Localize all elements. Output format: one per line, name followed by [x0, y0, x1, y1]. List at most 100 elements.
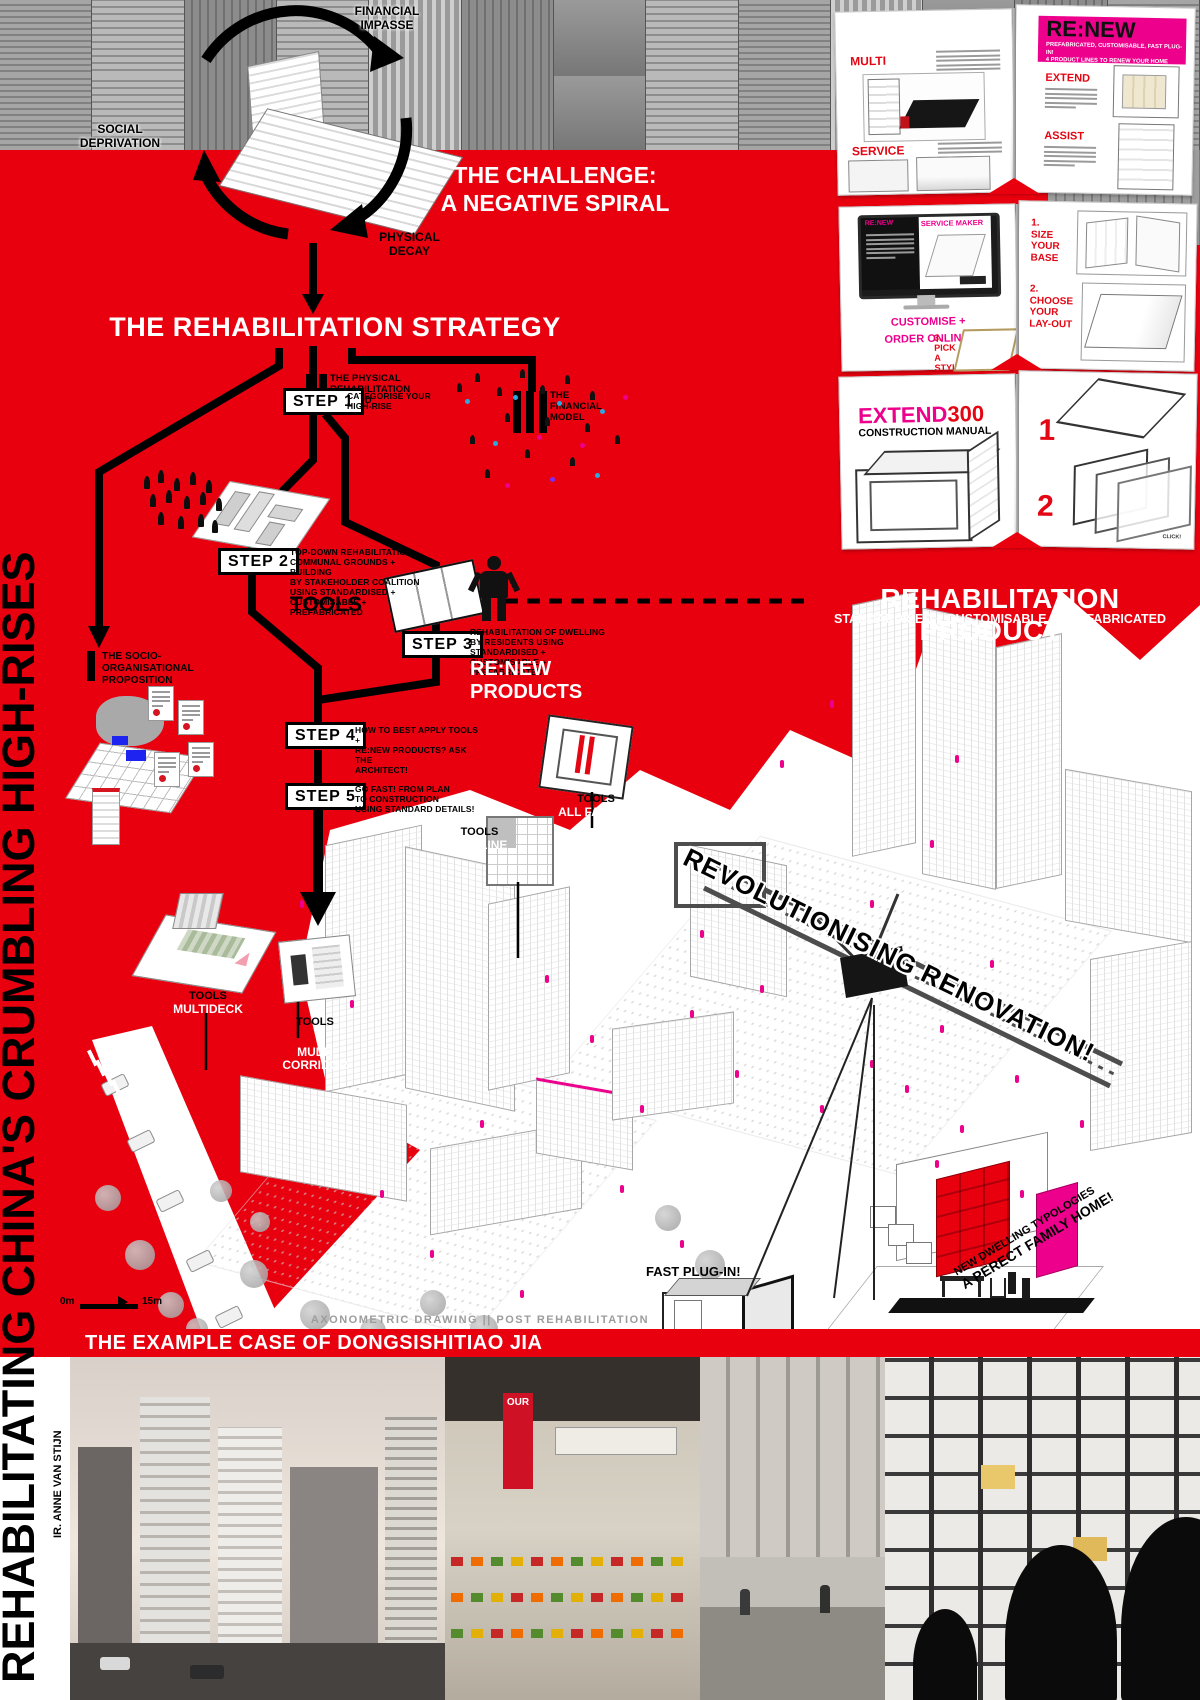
- person-dot: [760, 985, 764, 993]
- socio-proposition-label: THE SOCIO- ORGANISATIONAL PROPOSITION: [102, 651, 194, 686]
- box-opening: [869, 479, 959, 532]
- wardrobe-unit: [867, 78, 901, 136]
- courtyard-facade: [700, 1357, 885, 1557]
- tool-word: TOOLS: [460, 826, 499, 838]
- stakeholder-dot: [465, 399, 470, 404]
- dwelling-cutaway: [808, 1131, 1118, 1358]
- box-front: [855, 467, 973, 544]
- person-dot: [640, 1105, 644, 1113]
- tool-label-topline: TOOLS TOP-LINE: [432, 826, 527, 852]
- frame-step-drawing: [1055, 378, 1187, 439]
- poster-side-title: REHABILITATING CHINA'S CRUMBLING HIGH-RI…: [0, 551, 44, 1683]
- extend-box-drawing: [1112, 65, 1180, 119]
- market-canopy: [445, 1357, 700, 1421]
- screen-items: [865, 233, 915, 259]
- fruit-crate: [631, 1593, 643, 1602]
- fruit-crate: [491, 1557, 503, 1566]
- manual-step-1: 1: [1038, 413, 1056, 448]
- crowd-person: [216, 498, 222, 511]
- tree: [300, 1300, 330, 1330]
- stakeholder-dot: [505, 413, 510, 422]
- tree: [210, 1180, 232, 1202]
- module-block: [488, 818, 516, 848]
- render-tower: [218, 1427, 282, 1667]
- screen-brand: RE:NEW: [864, 219, 894, 228]
- box-side: [966, 430, 1001, 542]
- chair: [990, 1278, 1006, 1298]
- person-dot: [430, 1250, 434, 1258]
- render-tower: [78, 1447, 132, 1667]
- stair-step: [888, 1224, 914, 1246]
- building-photo: [0, 76, 93, 150]
- person-dot: [700, 930, 704, 938]
- click-label: CLICK!: [1162, 534, 1182, 541]
- person-dot: [870, 900, 874, 908]
- step-3-caption: REHABILITATION OF DWELLING BY RESIDENTS …: [470, 627, 605, 678]
- figure-body: [480, 571, 508, 598]
- person-dot: [680, 1240, 684, 1248]
- fruit-crate: [611, 1557, 623, 1566]
- step-2-caption: TOP-DOWN REHABILITATION COMMUNAL GROUNDS…: [290, 547, 420, 618]
- stakeholder-dot: [580, 443, 585, 448]
- render-market: OUR: [445, 1357, 700, 1700]
- tool-sub: TOP-LINE: [451, 838, 508, 852]
- step-2-box: STEP 2: [218, 548, 299, 576]
- products-subtitle: STANDARDISED + CUSTOMISABLE + PREFABRICA…: [834, 612, 1166, 626]
- market-awning: [555, 1427, 677, 1455]
- brochure-right-page: RE:NEW PREFABRICATED, CUSTOMISABLE, FAST…: [1012, 4, 1196, 196]
- strategy-title: THE REHABILITATION STRATEGY: [109, 312, 561, 342]
- pedestrian: [740, 1589, 750, 1615]
- service-maker-brochure: RE:NEW SERVICE MAKER CUSTOMISE + ORDER O…: [838, 200, 1198, 373]
- box-panels: [1121, 74, 1167, 110]
- person-dot: [820, 1105, 824, 1113]
- monitor: RE:NEW SERVICE MAKER: [857, 212, 1002, 300]
- render-street: [70, 1643, 445, 1700]
- brochure-left-page: EXTEND300 CONSTRUCTION MANUAL: [838, 373, 1019, 550]
- fruit-crate: [631, 1557, 643, 1566]
- crowd-person: [166, 490, 172, 503]
- brochure-left-page: MULTI SERVICE: [834, 8, 1016, 196]
- building-photo: [553, 76, 647, 150]
- size-step-label: 1. SIZE YOUR BASE: [1030, 217, 1060, 264]
- fruit-crate: [551, 1557, 563, 1566]
- building-photo: [646, 76, 739, 150]
- booklet-spine: [1016, 204, 1019, 368]
- tree: [240, 1260, 268, 1288]
- fruit-crate: [671, 1557, 683, 1566]
- author-name: IR. ANNE VAN STIJN: [52, 1430, 64, 1538]
- crowd-person: [178, 516, 184, 529]
- info-chip: [126, 750, 146, 761]
- person-dot: [870, 1060, 874, 1068]
- crowd-person: [184, 496, 190, 509]
- fruit-crate: [531, 1557, 543, 1566]
- step-4-caption: HOW TO BEST APPLY TOOLS + RE:NEW PRODUCT…: [355, 725, 479, 776]
- screen-button: [959, 275, 986, 285]
- person-dot: [960, 1125, 964, 1133]
- scale-arrow: [118, 1296, 128, 1308]
- stakeholder-dot: [485, 469, 490, 478]
- paragraph-placeholder: [1044, 87, 1098, 111]
- kitchen-drawing: [916, 155, 991, 192]
- renew-tagline: PREFABRICATED, CUSTOMISABLE, FAST PLUG-I…: [1045, 41, 1183, 66]
- spiral-label-social-deprivation: SOCIAL DEPRIVATION: [79, 122, 161, 150]
- bed-black: [899, 98, 980, 129]
- crowd-person: [150, 494, 156, 507]
- box-axon-drawing: [855, 430, 1005, 544]
- brochure-left-page: RE:NEW SERVICE MAKER CUSTOMISE + ORDER O…: [838, 203, 1020, 373]
- manual-step-2: 2: [1036, 489, 1055, 523]
- person-dot: [545, 975, 549, 983]
- stakeholder-dot: [565, 375, 570, 384]
- building-photo: [738, 0, 831, 76]
- fruit-crate: [571, 1593, 583, 1602]
- stakeholder-dot: [557, 401, 562, 406]
- info-chip: [112, 736, 128, 745]
- renew-brochure: MULTI SERVICE RE:NEW PREFABRICATED, CUST…: [834, 4, 1196, 196]
- tool-label-multicorridor: TOOLS MULTI CORRIDOR: [270, 998, 360, 1090]
- building-photo: [369, 0, 462, 76]
- tool-sub: MULTIDECK: [173, 1002, 243, 1016]
- fruit-crate: [671, 1593, 683, 1602]
- person-dot: [590, 1035, 594, 1043]
- stair-step: [906, 1242, 932, 1264]
- crowd-person: [200, 492, 206, 505]
